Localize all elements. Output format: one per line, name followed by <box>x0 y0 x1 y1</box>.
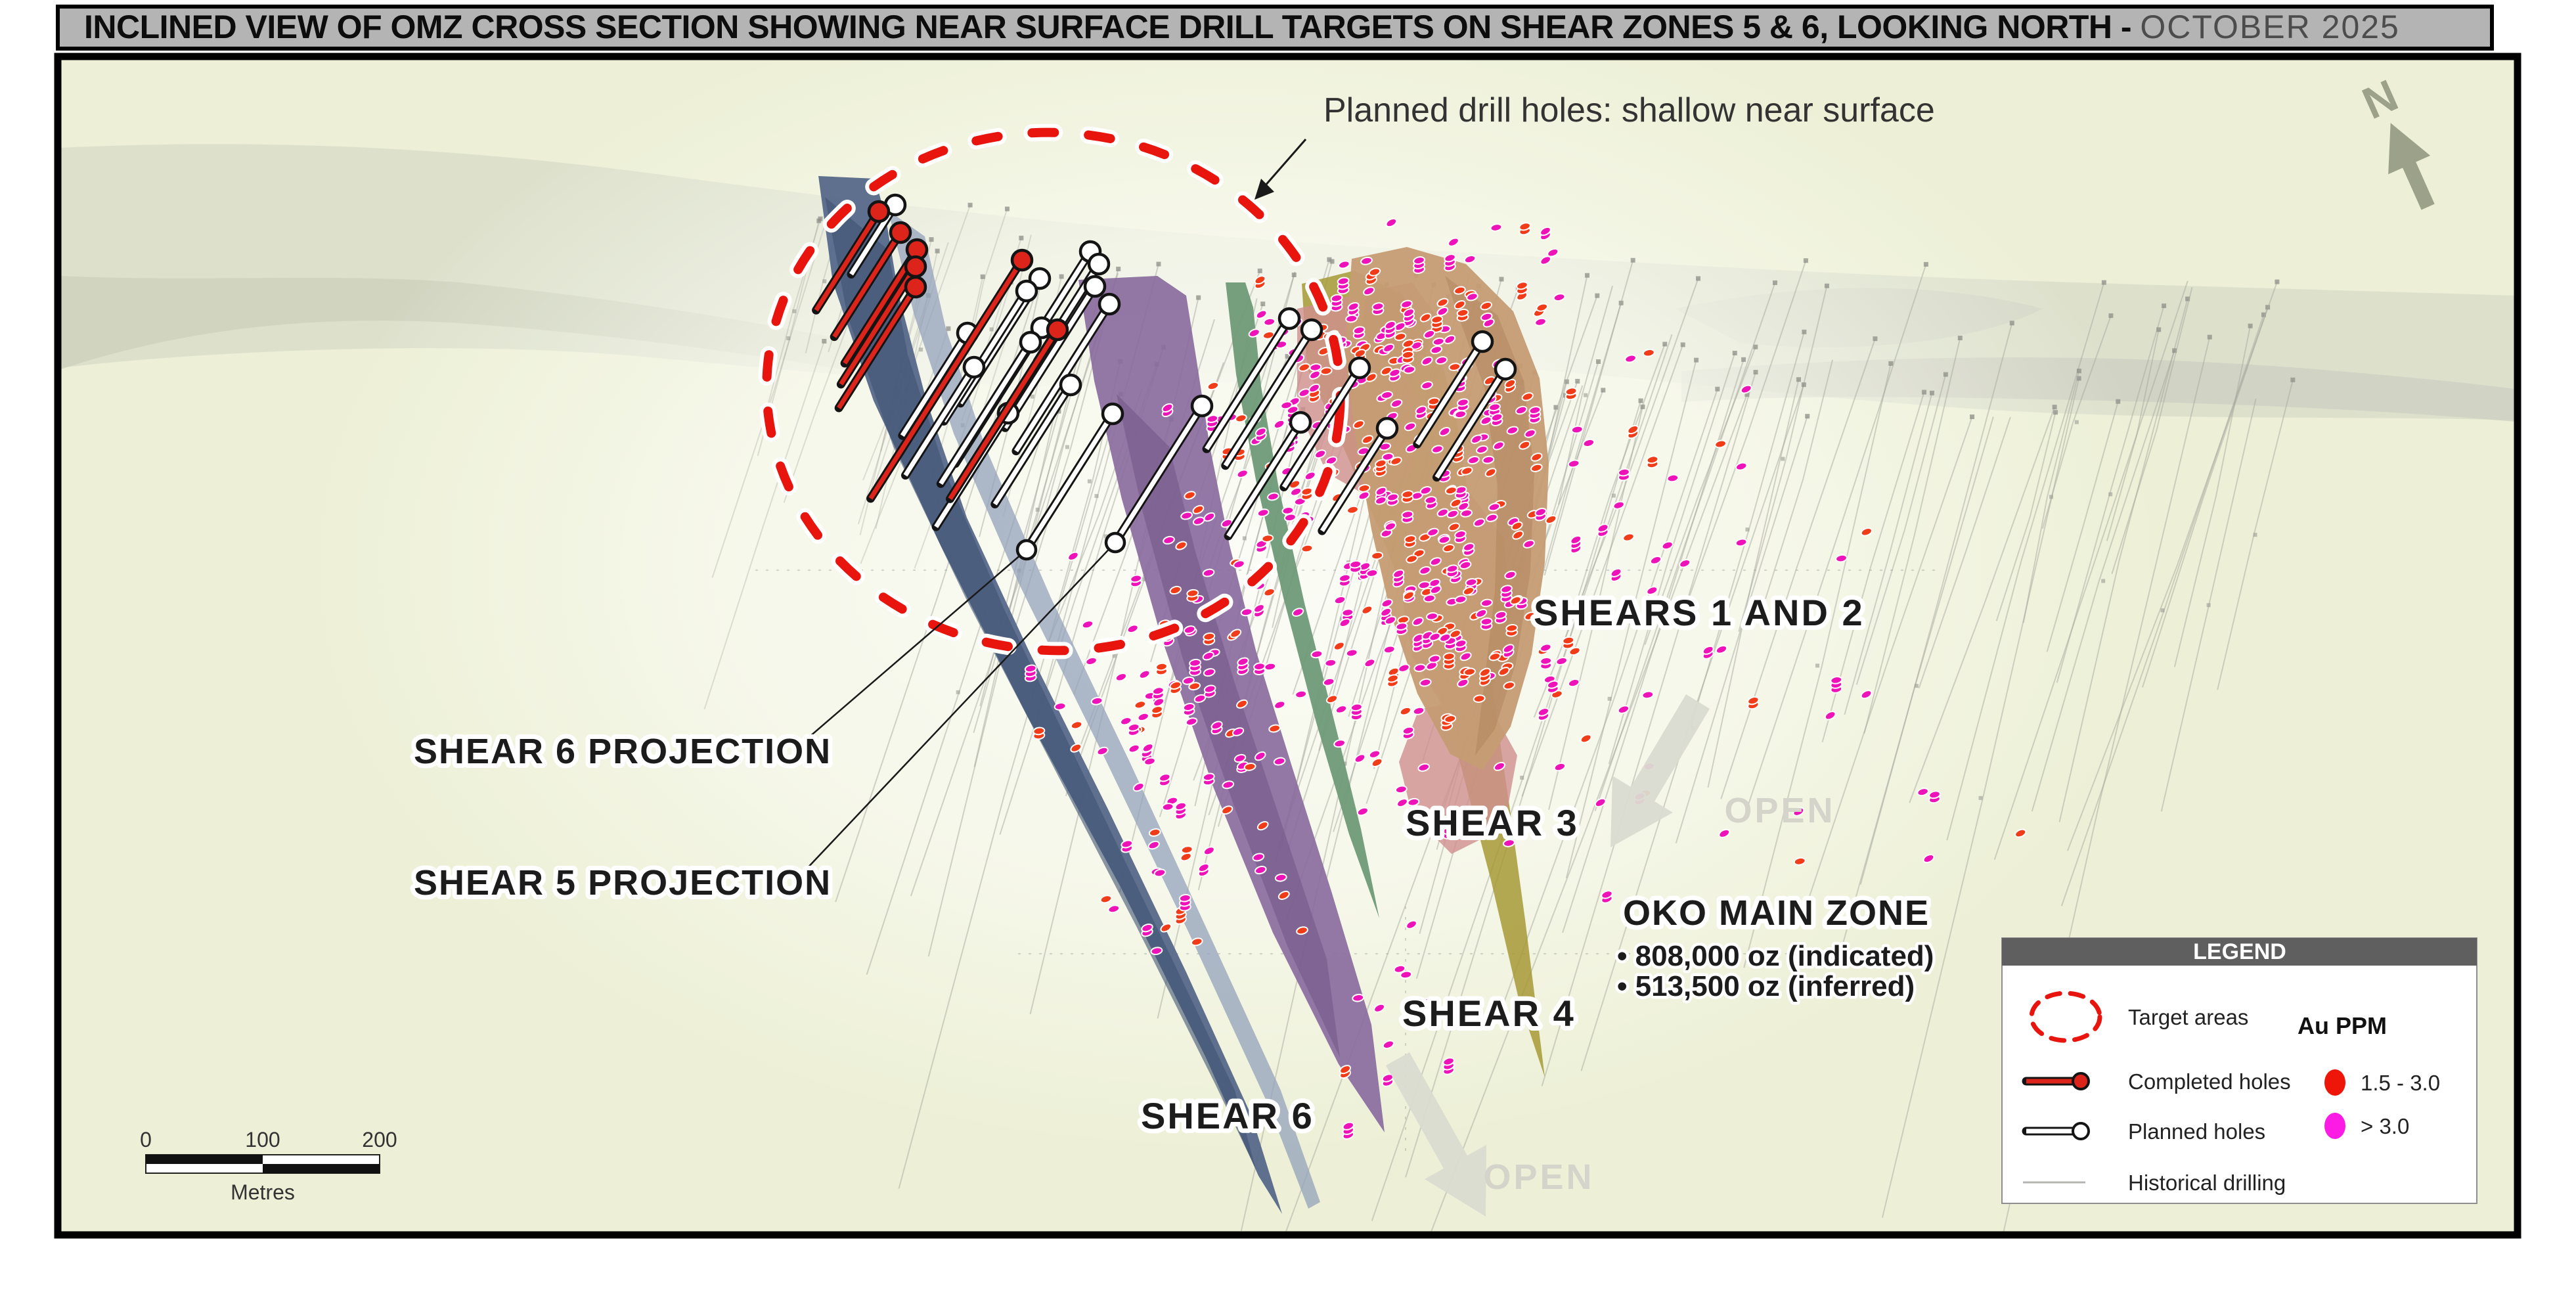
au-range-1-label: 1.5 - 3.0 <box>2361 1071 2440 1095</box>
annotation-arrow-head <box>1255 179 1274 200</box>
planned-hole <box>1202 307 1301 453</box>
legend-item-planned-holes: Planned holes <box>2128 1119 2265 1144</box>
au-ppm-header: Au PPM <box>2298 1012 2387 1039</box>
planned-hole <box>1432 357 1517 482</box>
north-arrow-shaft <box>2400 157 2435 210</box>
legend-item-historical-drilling: Historical drilling <box>2128 1171 2286 1195</box>
planned-hole <box>1111 394 1214 547</box>
au-range-1-dot <box>2324 1069 2345 1096</box>
target-area-ellipse <box>758 123 1349 659</box>
planned-hole <box>936 330 1042 488</box>
open-arrows <box>1386 694 1710 1217</box>
target-ellipse-dashes <box>762 127 1345 656</box>
legend-header-bar <box>2002 938 2477 966</box>
completed-holes-icon <box>2022 1072 2090 1090</box>
scale-unit: Metres <box>231 1180 295 1204</box>
planned-hole <box>1221 318 1323 470</box>
completed-hole <box>834 275 927 413</box>
completed-hole <box>866 248 1034 503</box>
label-shear-6-projection: SHEAR 6 PROJECTION <box>414 732 832 771</box>
legend-item-target-areas: Target areas <box>2128 1005 2248 1029</box>
legend-box <box>2001 937 2477 1204</box>
legend-item-completed-holes: Completed holes <box>2128 1069 2291 1094</box>
projection-toe-dot <box>1104 531 1126 554</box>
planned-hole <box>1279 356 1371 491</box>
plot-area: OPEN OPEN SHEARS 1 AND 2 SHEAR 3 SHEAR 4… <box>61 60 2514 1232</box>
annotation-arrow-line <box>1258 139 1307 192</box>
annotation-group: Planned drill holes: shallow near surfac… <box>1255 91 1935 200</box>
scale-0: 0 <box>140 1128 152 1151</box>
planned-hole <box>1000 275 1107 432</box>
projection-leader-line <box>804 542 1116 872</box>
planned-holes-icon <box>2022 1122 2090 1140</box>
figure-title-main: INCLINED VIEW OF OMZ CROSS SECTION SHOWI… <box>84 9 2140 45</box>
planned-hole <box>1318 416 1399 535</box>
north-arrow-head <box>2388 123 2431 175</box>
shear-labels: SHEARS 1 AND 2 SHEAR 3 SHEAR 4 SHEAR 6 S… <box>409 587 1867 1141</box>
annotation-text: Planned drill holes: shallow near surfac… <box>1323 91 1935 129</box>
oko-main-zone-title: OKO MAIN ZONE <box>1623 893 1930 933</box>
open-label-bottom: OPEN <box>1483 1157 1594 1197</box>
assay-intercept-markers <box>1024 217 2027 1140</box>
completed-hole <box>830 221 912 342</box>
planned-hole <box>990 373 1082 508</box>
plot-frame <box>54 53 2521 1239</box>
au-range-2-label: > 3.0 <box>2361 1114 2409 1138</box>
scale-200: 200 <box>362 1128 397 1151</box>
scale-bar: 0 100 200 Metres <box>140 1128 397 1204</box>
open-arrow-bottom <box>1386 1052 1486 1217</box>
completed-hole <box>812 200 891 315</box>
title-bar-frame <box>56 5 2494 51</box>
figure-title-date: OCTOBER 2025 <box>2140 9 2399 45</box>
completed-hole <box>836 255 927 389</box>
planned-hole <box>1224 411 1312 541</box>
oko-indicated-oz: • 808,000 oz (indicated) <box>1617 940 1934 972</box>
scale-seg-bottom-right <box>263 1164 380 1173</box>
completed-hole <box>946 318 1069 503</box>
shear5-surface <box>1226 282 1379 918</box>
label-shear-4: SHEAR 4 <box>1402 993 1576 1034</box>
legend-title: LEGEND <box>2193 939 2286 964</box>
label-shear-5-projection: SHEAR 5 PROJECTION <box>414 863 832 903</box>
figure-title: INCLINED VIEW OF OMZ CROSS SECTION SHOWI… <box>84 9 2400 45</box>
label-shears-1-and-2: SHEARS 1 AND 2 <box>1534 592 1865 633</box>
open-arrow-right <box>1610 694 1710 847</box>
target-areas-icon <box>2029 991 2102 1043</box>
open-label-right: OPEN <box>1724 791 1835 830</box>
scale-100: 100 <box>245 1128 280 1151</box>
planned-hole <box>1413 330 1494 449</box>
label-shear-3: SHEAR 3 <box>1406 802 1579 843</box>
projection-toe-dot <box>1015 539 1038 561</box>
projection-leader-line <box>804 549 1027 742</box>
planned-hole <box>900 355 986 480</box>
planned-hole <box>1022 402 1124 554</box>
label-shear-6: SHEAR 6 <box>1141 1095 1314 1136</box>
projection-leaders <box>804 531 1126 872</box>
title-bar: INCLINED VIEW OF OMZ CROSS SECTION SHOWI… <box>56 5 2494 51</box>
oko-inferred-oz: • 513,500 oz (inferred) <box>1617 970 1915 1002</box>
au-range-2-dot <box>2324 1113 2345 1139</box>
oko-main-zone-block: OKO MAIN ZONE • 808,000 oz (indicated) •… <box>1614 889 1937 1006</box>
scale-seg-top-left <box>146 1155 263 1164</box>
drill-holes <box>812 193 1517 554</box>
shear6-light-sliver <box>888 210 1320 1209</box>
legend: LEGEND Target areas Au PPM Completed hol… <box>2001 937 2477 1204</box>
